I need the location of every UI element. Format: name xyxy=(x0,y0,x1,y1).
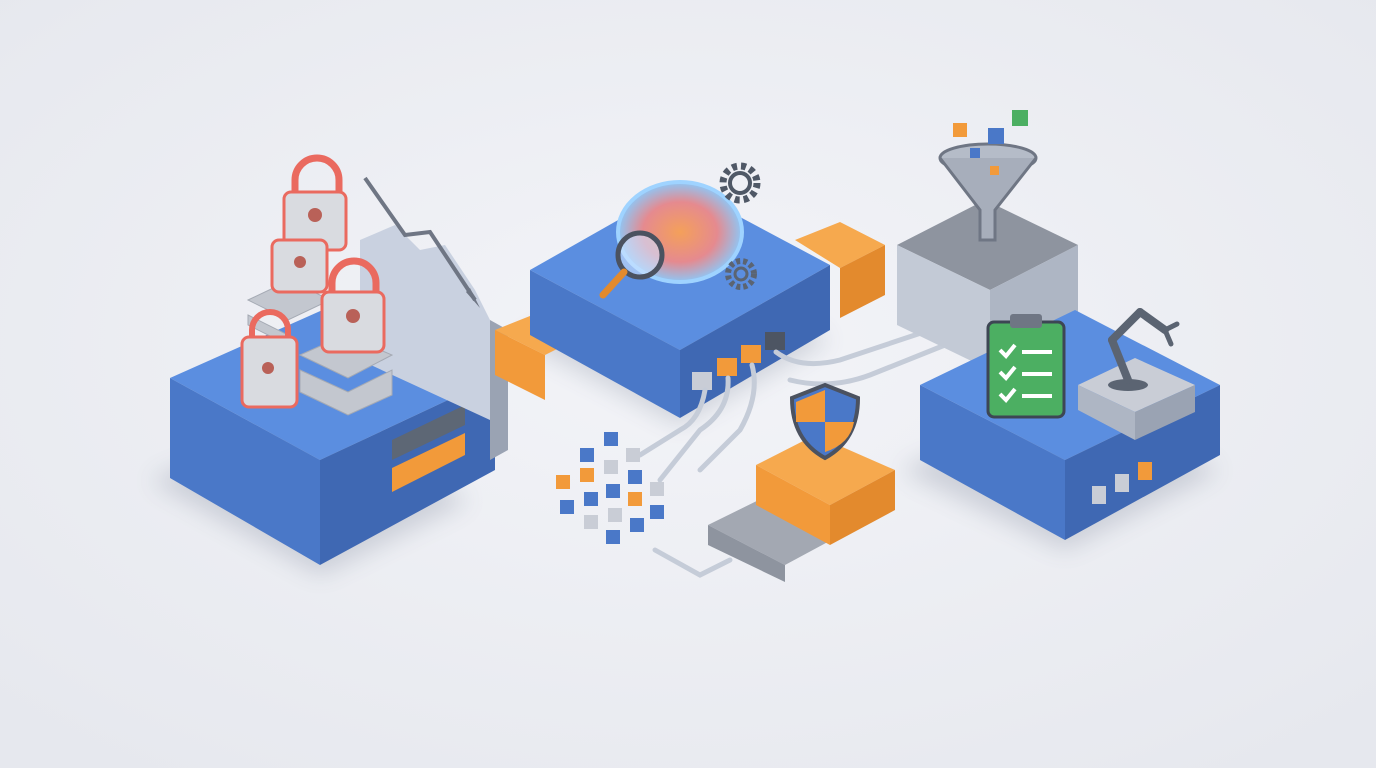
slot-grey xyxy=(392,405,465,460)
shield-block xyxy=(708,382,895,582)
funnel-icon xyxy=(938,142,1038,242)
data-particle xyxy=(970,148,980,158)
downtrend-arrow-icon xyxy=(363,176,477,302)
data-particle xyxy=(1012,110,1028,126)
gear-icon xyxy=(725,258,757,290)
padlock-icon xyxy=(270,238,329,294)
clipboard-checklist-icon xyxy=(986,314,1066,419)
magnifier-icon xyxy=(599,230,665,299)
gear-icon xyxy=(719,162,761,204)
slot-orange xyxy=(392,433,465,492)
automation-block xyxy=(920,308,1220,540)
cables xyxy=(637,327,948,578)
data-particle xyxy=(988,128,1004,144)
data-particle xyxy=(953,123,967,137)
data-particle xyxy=(990,166,999,175)
padlock-icon xyxy=(320,257,386,354)
data-cubes-icon xyxy=(556,432,664,544)
padlock-icon xyxy=(240,309,299,409)
port-row xyxy=(692,332,785,390)
padlock-icon xyxy=(282,154,348,252)
analytics-block xyxy=(495,162,885,418)
robot-arm-icon xyxy=(1108,308,1180,391)
shield-icon xyxy=(789,382,861,461)
